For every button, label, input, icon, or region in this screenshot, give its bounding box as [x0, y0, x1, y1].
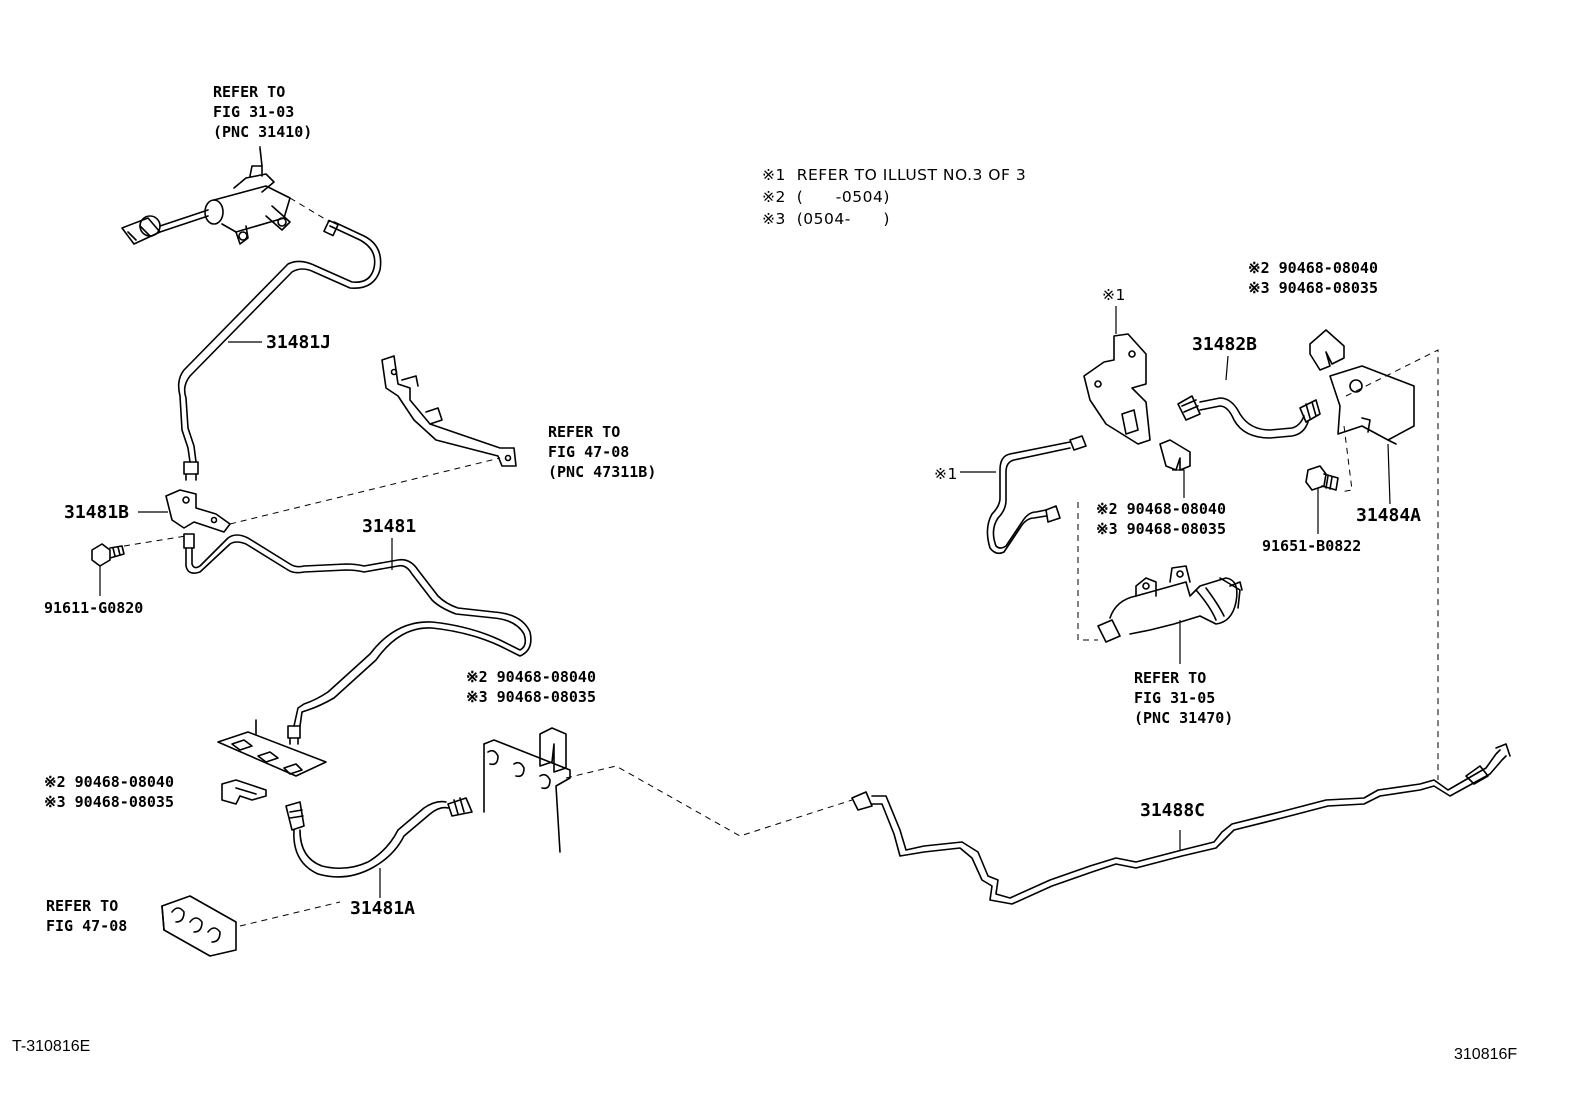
clip-upper-right-drawing	[1309, 329, 1345, 371]
hose-31482B-drawing	[1177, 395, 1321, 439]
clip-left-label: ※2 90468-08040 ※3 90468-08035	[44, 772, 174, 812]
clamp-block-drawing	[161, 895, 237, 957]
clip-upper-right-line-2: ※3 90468-08035	[1248, 279, 1378, 297]
refer-release-cylinder: REFER TO FIG 31-05 (PNC 31470)	[1134, 668, 1233, 728]
bolt-91611-drawing	[91, 543, 125, 567]
refer-master-line-2: FIG 31-03	[213, 103, 295, 121]
bracket-drawing	[381, 355, 517, 467]
bolt-91651-drawing	[1305, 465, 1339, 491]
part-31481B: 31481B	[64, 502, 130, 523]
pipe-31488C-drawing	[851, 743, 1511, 905]
hose-31481A-drawing	[285, 797, 473, 878]
clip-mid-right-drawing	[1159, 439, 1191, 471]
note-2: ※2 ( -0504)	[762, 188, 890, 206]
clip-mid-right-label: ※2 90468-08040 ※3 90468-08035	[1096, 499, 1226, 539]
clip-center-drawing	[539, 727, 567, 773]
footer-left-code: T-310816E	[12, 1038, 91, 1055]
refer-release-line-2: FIG 31-05	[1134, 689, 1216, 707]
refer-bracket-line-3: (PNC 47311B)	[548, 463, 657, 481]
pipe-31481J-drawing	[177, 219, 382, 481]
bracket-31481B-drawing	[165, 489, 231, 533]
leader-lines	[99, 146, 1391, 898]
part-star1-pipe: ※1	[934, 465, 958, 483]
clip-upper-right-line-1: ※2 90468-08040	[1248, 259, 1378, 277]
part-31481: 31481	[362, 516, 417, 537]
refer-master-line-1: REFER TO	[213, 83, 286, 101]
part-31484A: 31484A	[1356, 505, 1422, 526]
refer-release-line-3: (PNC 31470)	[1134, 709, 1234, 727]
footer-right-code: 310816F	[1454, 1046, 1518, 1063]
plate-drawing	[483, 739, 571, 853]
release-cylinder-drawing	[1097, 565, 1243, 643]
part-31481J: 31481J	[266, 332, 332, 353]
master-cylinder-drawing	[121, 147, 291, 245]
part-91611-G0820: 91611-G0820	[44, 599, 144, 617]
dashed-lines	[123, 197, 1439, 927]
clip-left-line-2: ※3 90468-08035	[44, 793, 174, 811]
refer-master-cylinder: REFER TO FIG 31-03 (PNC 31410)	[213, 82, 312, 142]
notes-legend: ※1 REFER TO ILLUST NO.3 OF 3 ※2 ( -0504)…	[762, 164, 1026, 230]
refer-release-line-1: REFER TO	[1134, 669, 1207, 687]
refer-clamp-line-2: FIG 47-08	[46, 917, 128, 935]
refer-master-line-3: (PNC 31410)	[213, 123, 313, 141]
refer-clamp-line-1: REFER TO	[46, 897, 119, 915]
clip-upper-right-label: ※2 90468-08040 ※3 90468-08035	[1248, 258, 1378, 298]
clamp-pad-drawing	[217, 719, 327, 777]
clip-mid-right-line-1: ※2 90468-08040	[1096, 500, 1226, 518]
clip-center-line-2: ※3 90468-08035	[466, 688, 596, 706]
clip-center-line-1: ※2 90468-08040	[466, 668, 596, 686]
refer-clamp: REFER TO FIG 47-08	[46, 896, 127, 936]
refer-bracket-line-2: FIG 47-08	[548, 443, 630, 461]
note-3: ※3 (0504- )	[762, 210, 890, 228]
bracket-star1-drawing	[1083, 333, 1151, 445]
pipe-star1-drawing	[986, 435, 1087, 555]
bracket-31484A-drawing	[1329, 365, 1415, 445]
part-31481A: 31481A	[350, 898, 416, 919]
clip-left-drawing	[221, 779, 267, 805]
part-91651-B0822: 91651-B0822	[1262, 537, 1362, 555]
clip-mid-right-line-2: ※3 90468-08035	[1096, 520, 1226, 538]
pipe-31481-drawing	[183, 533, 532, 745]
part-31488C: 31488C	[1140, 800, 1206, 821]
part-star1-bracket: ※1	[1102, 286, 1126, 304]
refer-bracket: REFER TO FIG 47-08 (PNC 47311B)	[548, 422, 656, 482]
clip-center-label: ※2 90468-08040 ※3 90468-08035	[466, 667, 596, 707]
part-31482B: 31482B	[1192, 334, 1258, 355]
clip-left-line-1: ※2 90468-08040	[44, 773, 174, 791]
refer-bracket-line-1: REFER TO	[548, 423, 621, 441]
note-1: ※1 REFER TO ILLUST NO.3 OF 3	[762, 166, 1027, 184]
